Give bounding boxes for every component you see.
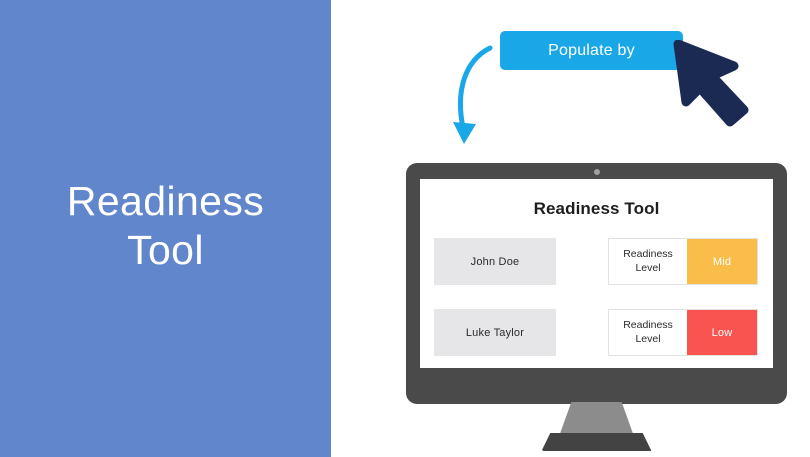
table-row: John Doe Readiness Level Mid <box>434 238 758 285</box>
screen-title: Readiness Tool <box>533 199 660 218</box>
readiness-level-label: Readiness Level <box>609 239 687 284</box>
monitor-stand-neck <box>559 402 634 435</box>
left-title-panel: Readiness Tool <box>0 0 331 457</box>
readiness-level-cell: Readiness Level Low <box>608 309 758 356</box>
monitor-stand-base <box>541 433 652 451</box>
populate-by-button[interactable]: Populate by <box>500 31 683 70</box>
readiness-level-cell: Readiness Level Mid <box>608 238 758 285</box>
readiness-rows: John Doe Readiness Level Mid Luke Taylor… <box>420 238 773 356</box>
status-badge[interactable]: Low <box>687 310 757 355</box>
page-title: Readiness Tool <box>66 178 265 273</box>
monitor-bezel: Readiness Tool John Doe Readiness Level … <box>406 163 787 404</box>
readiness-level-label: Readiness Level <box>609 310 687 355</box>
monitor-screen: Readiness Tool John Doe Readiness Level … <box>420 179 773 368</box>
curved-down-arrow <box>446 44 536 160</box>
person-name-cell[interactable]: John Doe <box>434 238 556 285</box>
desktop-monitor: Readiness Tool John Doe Readiness Level … <box>406 163 787 453</box>
person-name-cell[interactable]: Luke Taylor <box>434 309 556 356</box>
status-badge[interactable]: Mid <box>687 239 757 284</box>
table-row: Luke Taylor Readiness Level Low <box>434 309 758 356</box>
mouse-pointer-icon <box>672 39 776 130</box>
webcam-dot-icon <box>593 169 600 175</box>
